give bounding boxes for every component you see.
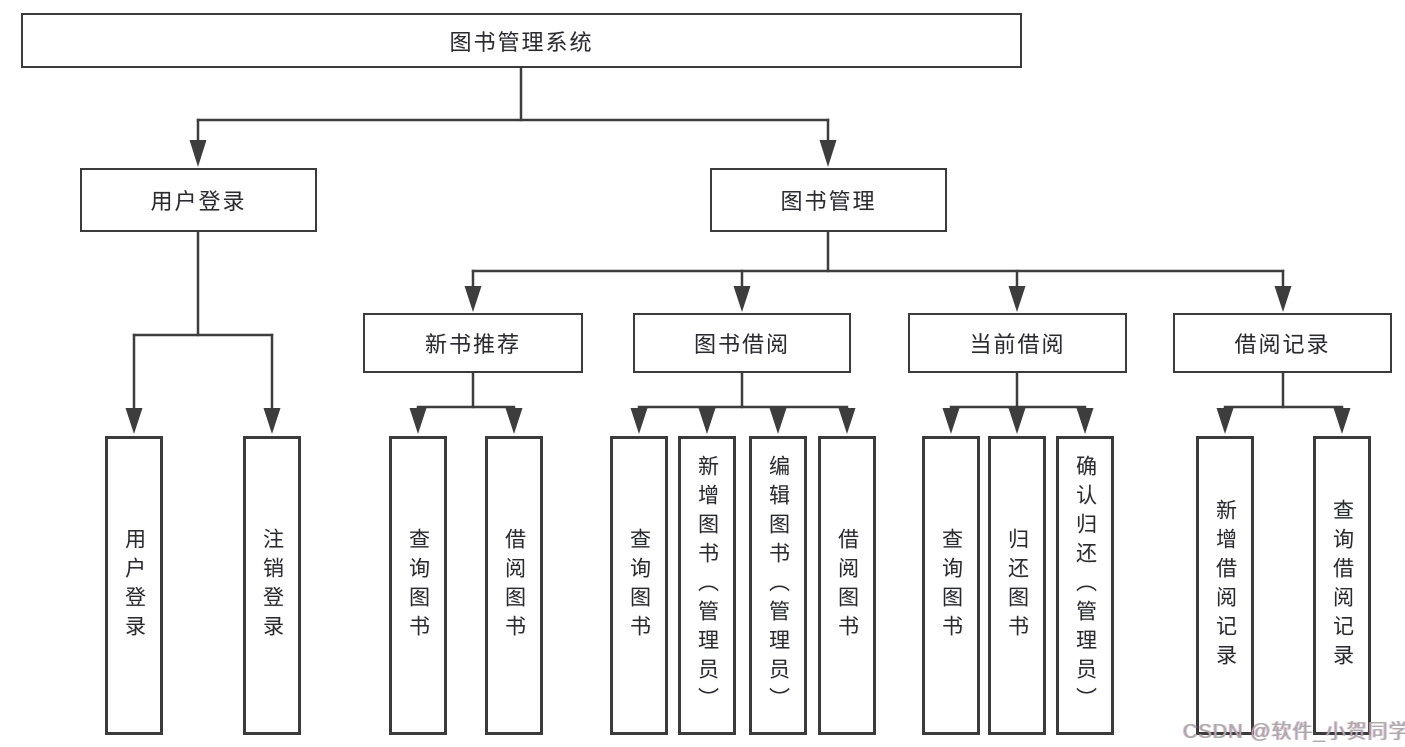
leaf-borrow-books: 借阅图书 [818, 436, 876, 735]
leaf-user-login: 用户登录 [105, 436, 163, 735]
leaf-logout: 注销登录 [243, 436, 301, 735]
leaf-borrow-books-recommend: 借阅图书 [485, 436, 543, 735]
csdn-watermark: CSDN @软件_小贺同学 [1183, 721, 1405, 743]
leaf-query-borrow-record: 查询借阅记录 [1313, 436, 1371, 735]
leaf-edit-books-admin: 编辑图书（管理员） [749, 436, 807, 735]
node-user-login: 用户登录 [80, 168, 317, 232]
leaf-confirm-return-admin: 确认归还（管理员） [1056, 436, 1114, 735]
node-book-management: 图书管理 [710, 168, 947, 232]
leaf-add-books-admin: 新增图书（管理员） [678, 436, 736, 735]
node-root-title: 图书管理系统 [21, 13, 1022, 68]
node-current-borrow: 当前借阅 [908, 313, 1127, 373]
leaf-query-books-borrow: 查询图书 [610, 436, 668, 735]
node-new-book-recommend: 新书推荐 [363, 313, 583, 373]
leaf-return-books: 归还图书 [988, 436, 1046, 735]
node-borrow-records: 借阅记录 [1173, 313, 1392, 373]
leaf-query-books-current: 查询图书 [922, 436, 980, 735]
node-book-borrow: 图书借阅 [633, 313, 851, 373]
leaf-query-books-recommend: 查询图书 [389, 436, 447, 735]
leaf-add-borrow-record: 新增借阅记录 [1196, 436, 1254, 735]
